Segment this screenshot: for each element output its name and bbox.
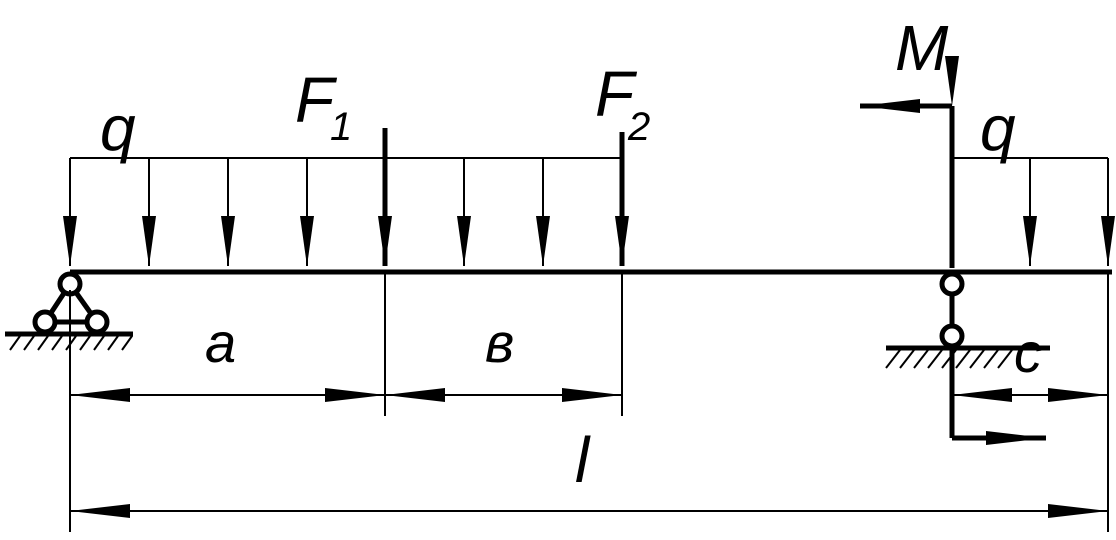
label-q-right: q: [980, 92, 1016, 164]
ground-hatch-left: [9, 335, 133, 351]
label-q-left: q: [100, 92, 136, 164]
label-F2: F: [595, 58, 638, 130]
label-M: M: [895, 12, 949, 84]
label-a: a: [205, 311, 236, 374]
ground-hatch-right: [885, 349, 1013, 369]
distributed-load-left: [63, 157, 622, 266]
label-F2-subscript: 2: [627, 105, 650, 149]
label-F1: F: [295, 64, 338, 136]
moment-M-arrow: [860, 56, 959, 268]
label-b: в: [485, 311, 514, 374]
label-F1-subscript: 1: [330, 105, 352, 149]
extension-lines: [69, 272, 1109, 532]
distributed-load-right: [952, 157, 1115, 266]
label-c: c: [1014, 321, 1042, 384]
support-right: [886, 271, 1050, 351]
label-l: l: [575, 424, 591, 496]
